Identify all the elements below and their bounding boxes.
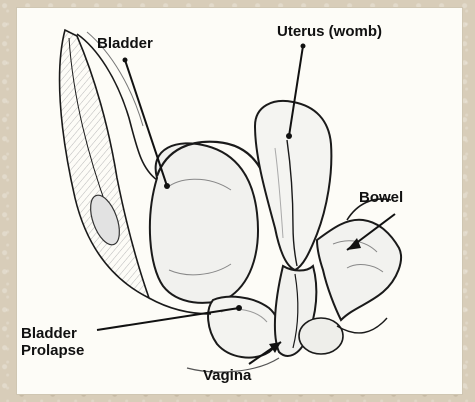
pubic-bone bbox=[60, 30, 149, 298]
bladder-prolapse-label-line2: Prolapse bbox=[21, 343, 84, 359]
bladder-prolapse bbox=[208, 297, 279, 358]
bowel bbox=[317, 199, 401, 320]
bladder-prolapse-label-line1: Bladder bbox=[21, 326, 77, 342]
uterus-label: Uterus (womb) bbox=[277, 24, 382, 40]
vagina-label: Vagina bbox=[203, 368, 251, 384]
bowel-label: Bowel bbox=[359, 190, 403, 206]
bladder-label: Bladder bbox=[97, 36, 153, 52]
anatomy-figure: Bladder Uterus (womb) Bowel Bladder Prol… bbox=[17, 8, 462, 394]
